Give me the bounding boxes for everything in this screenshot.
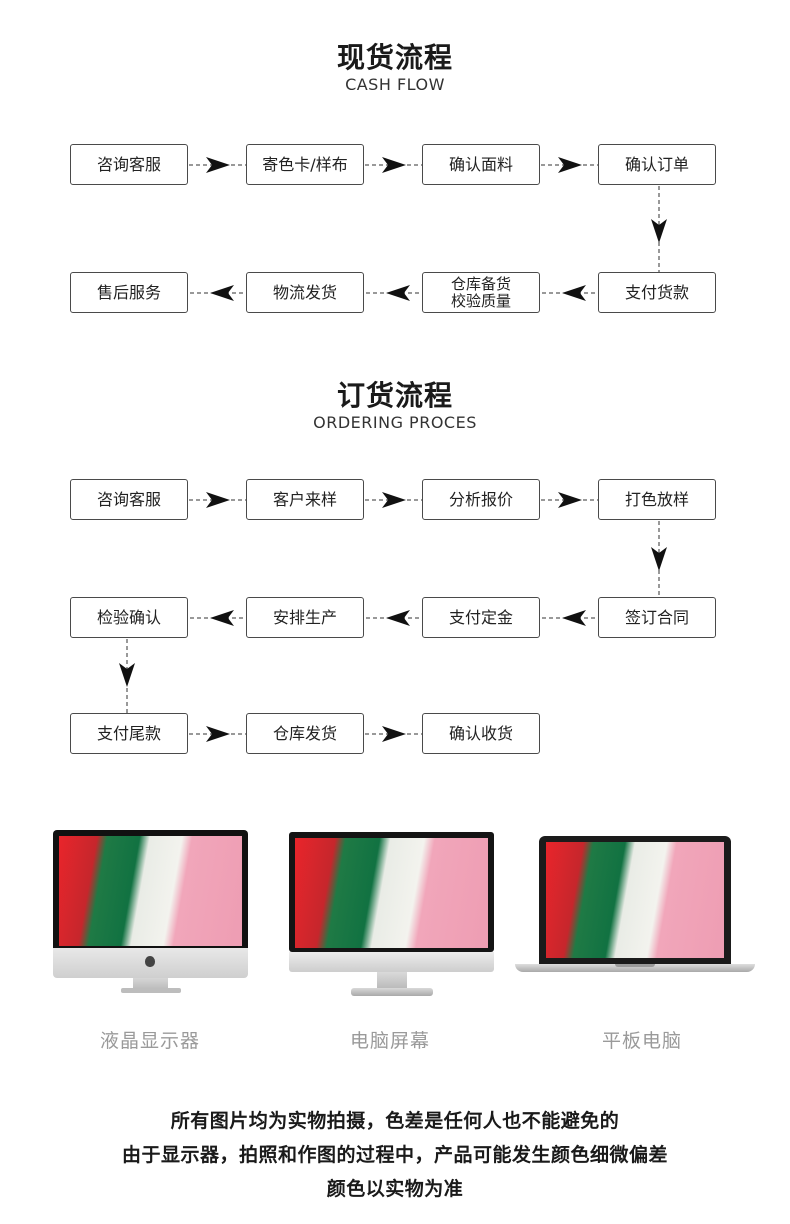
label-computer-screen: 电脑屏幕 [349, 1030, 430, 1052]
arrow-left-icon [210, 610, 234, 626]
arrow-right-icon [382, 492, 406, 508]
step-confirm-fabric: 确认面料 [422, 144, 540, 185]
step-send-color-card: 寄色卡/样布 [246, 144, 364, 185]
step-sign-contract: 签订合同 [598, 597, 716, 638]
step-warehouse-stocking-label: 仓库备货 校验质量 [450, 274, 511, 310]
step-arrange-production: 安排生产 [246, 597, 364, 638]
step-pay-balance: 支付尾款 [70, 713, 188, 754]
arrow-left-icon [386, 610, 410, 626]
arrow-down-icon [119, 663, 135, 687]
arrow-left-icon [210, 285, 234, 301]
step-consult-service-2: 咨询客服 [70, 479, 188, 520]
ordering-flow-subtitle: ORDERING PROCES [313, 413, 477, 432]
lcd-monitor-image [53, 830, 248, 998]
step-analyze-quote: 分析报价 [422, 479, 540, 520]
step-consult-service: 咨询客服 [70, 144, 188, 185]
step-logistics-shipping: 物流发货 [246, 272, 364, 313]
note-line-3: 颜色以实物为准 [326, 1178, 464, 1200]
step-confirm-receipt: 确认收货 [422, 713, 540, 754]
label-lcd-monitor: 液晶显示器 [99, 1030, 200, 1052]
arrow-left-icon [386, 285, 410, 301]
step-confirm-order: 确认订单 [598, 144, 716, 185]
cash-flow-subtitle: CASH FLOW [345, 75, 445, 94]
cash-flow-title: 现货流程 [336, 41, 453, 74]
arrow-down-icon [651, 219, 667, 243]
arrow-left-icon [562, 285, 586, 301]
arrow-down-icon [651, 547, 667, 571]
arrow-right-icon [558, 157, 582, 173]
step-warehouse-stocking: 仓库备货 校验质量 [422, 272, 540, 313]
ordering-flow-title: 订货流程 [336, 379, 453, 412]
step-after-sales: 售后服务 [70, 272, 188, 313]
arrow-right-icon [206, 492, 230, 508]
label-tablet: 平板电脑 [601, 1030, 682, 1052]
laptop-image [515, 836, 755, 978]
arrow-right-icon [558, 492, 582, 508]
step-color-sampling: 打色放样 [598, 479, 716, 520]
step-customer-sample: 客户来样 [246, 479, 364, 520]
step-pay-deposit: 支付定金 [422, 597, 540, 638]
note-line-2: 由于显示器，拍照和作图的过程中，产品可能发生颜色细微偏差 [121, 1144, 668, 1166]
apple-logo-icon [145, 956, 155, 967]
arrow-right-icon [382, 726, 406, 742]
arrow-left-icon [562, 610, 586, 626]
arrow-right-icon [206, 726, 230, 742]
arrow-right-icon [206, 157, 230, 173]
computer-screen-image [289, 832, 494, 1000]
note-line-1: 所有图片均为实物拍摄，色差是任何人也不能避免的 [170, 1110, 620, 1132]
step-inspect-confirm: 检验确认 [70, 597, 188, 638]
arrow-right-icon [382, 157, 406, 173]
step-warehouse-shipping: 仓库发货 [246, 713, 364, 754]
step-pay-goods: 支付货款 [598, 272, 716, 313]
